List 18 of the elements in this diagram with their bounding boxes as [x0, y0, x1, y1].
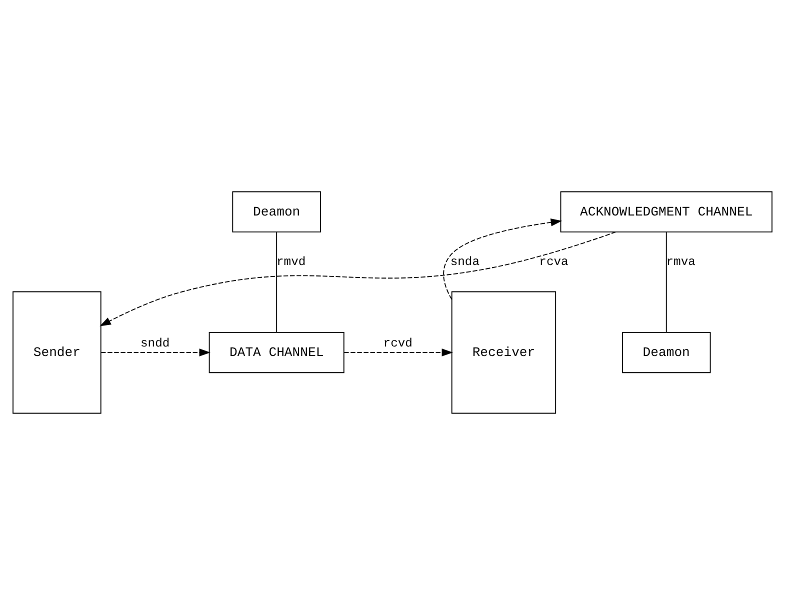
edge-label: rcva	[539, 254, 568, 269]
edge-label: rcvd	[383, 336, 412, 350]
arrow	[100, 348, 211, 356]
connector	[276, 231, 278, 332]
node-box: Sender	[12, 290, 102, 414]
edge-label: rmvd	[276, 254, 306, 269]
arrow	[443, 218, 562, 300]
node-box: DATA CHANNEL	[208, 331, 344, 373]
node-box: ACKNOWLEDGMENT CHANNEL	[560, 190, 772, 232]
node-box: Deamon	[622, 331, 711, 373]
node-box: Receiver	[451, 290, 556, 414]
arrow	[100, 231, 616, 326]
edge-label: rmva	[666, 254, 696, 269]
arrow	[344, 348, 454, 356]
node-box: Deamon	[232, 190, 321, 232]
connector	[666, 231, 667, 332]
edge-label: sndd	[140, 336, 170, 350]
edge-label: snda	[450, 254, 480, 269]
